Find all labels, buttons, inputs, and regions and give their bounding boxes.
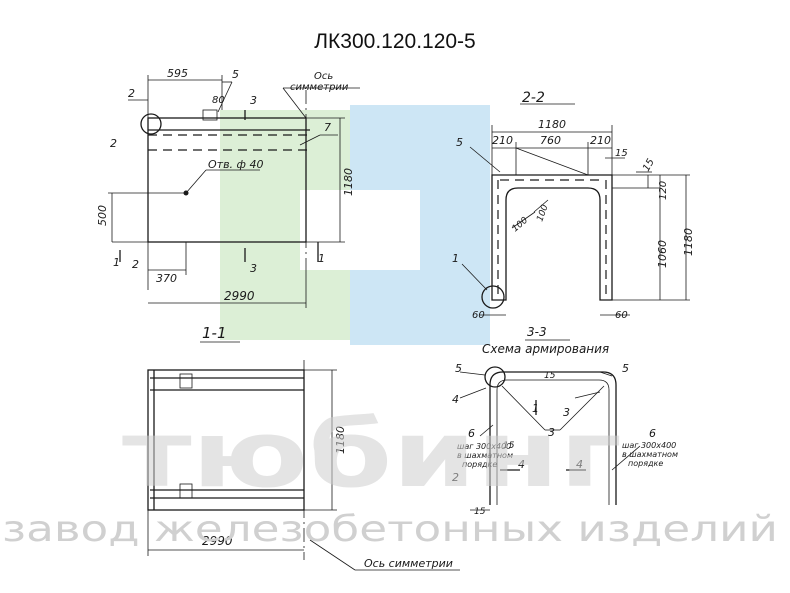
note-step-l1-right: шаг 300х400	[622, 441, 676, 450]
drawing-title: ЛК300.120.120-5	[314, 30, 476, 53]
plan-view	[147, 360, 460, 571]
dim-120: 120	[658, 181, 669, 200]
callout-1: 1	[452, 252, 459, 265]
labels: 595 5 80 2 2 3 Ось симметрии 7 Отв. ф 40…	[96, 67, 695, 570]
detail-circle-3	[484, 366, 506, 388]
detail-circle-1	[481, 285, 505, 309]
dim-15-r2: 15	[503, 441, 515, 451]
scheme-title: Схема армирования	[482, 342, 609, 356]
dim-100-a: 100	[511, 215, 531, 234]
callout-2: 2	[110, 137, 117, 150]
dim-1060: 1060	[656, 240, 669, 268]
dim-100-b: 100	[535, 203, 550, 223]
callout-4-right: 4	[576, 458, 583, 471]
dim-15-r1: 15	[544, 371, 556, 381]
callout-1-scheme: 1	[532, 402, 539, 415]
view-1-1	[108, 75, 360, 343]
callout-5-section: 5	[456, 136, 463, 149]
dim-210-left: 210	[492, 134, 513, 147]
hole-label: Отв. ф 40	[208, 158, 263, 171]
dim-370: 370	[156, 272, 177, 285]
lifting-loop	[202, 109, 218, 121]
note-step-l3-right: порядке	[628, 459, 663, 468]
mark-3-top: 3	[250, 94, 257, 107]
callout-5-scheme-right: 5	[622, 362, 629, 375]
callout-4-mid: 4	[518, 458, 525, 471]
dim-1180-top: 1180	[538, 118, 566, 131]
dim-760: 760	[540, 134, 561, 147]
logo-watermark	[220, 105, 490, 345]
axis-sym-bottom: Ось симметрии	[364, 557, 453, 570]
dim-1180-right: 1180	[682, 228, 695, 256]
dim-60-right: 60	[615, 310, 628, 321]
rebar-inner	[496, 379, 610, 505]
watermark-tagline: завод железобетонных изделий	[2, 509, 778, 550]
dim-15-bottom: 15	[474, 507, 486, 517]
mark-2-left: 2	[132, 258, 139, 271]
watermark-brand: тюбинг	[122, 401, 622, 508]
axis-sym-top-1: Ось	[314, 71, 333, 82]
view-2-2	[461, 103, 690, 316]
note-step-l2-left: в шахматном	[457, 451, 513, 460]
note-step-l2-right: в шахматном	[622, 450, 678, 459]
dim-2990-plan: 2990	[202, 534, 233, 548]
dim-500: 500	[96, 205, 109, 226]
callout-2-scheme: 2	[452, 471, 459, 484]
section-title-2-2: 2-2	[522, 90, 545, 106]
section-title-1-1: 1-1	[202, 324, 227, 342]
callout-7: 7	[324, 121, 331, 134]
mark-1-right: 1	[318, 252, 325, 265]
view-3-3	[459, 339, 641, 511]
callout-6-left: 6	[468, 427, 475, 440]
section-profile	[491, 174, 613, 301]
section-title-3-3: 3-3	[527, 325, 547, 339]
axis-sym-top-2: симметрии	[290, 82, 349, 93]
note-step-l1-left: шаг 300х400	[457, 442, 511, 451]
dim-60-left: 60	[472, 310, 485, 321]
callout-3-b: 3	[548, 426, 555, 439]
dim-15-side: 15	[641, 157, 657, 174]
callout-5-scheme-left: 5	[455, 362, 462, 375]
dim-1180-side: 1180	[342, 168, 355, 196]
callout-6-right: 6	[649, 427, 656, 440]
mark-3-bottom: 3	[250, 262, 257, 275]
dim-2990-top: 2990	[224, 289, 255, 303]
rebar-outer	[489, 371, 617, 505]
note-step-l3-left: порядке	[462, 460, 497, 469]
logo-gap	[300, 190, 420, 270]
callout-4-left: 4	[452, 393, 459, 406]
detail-circle-2	[140, 113, 162, 135]
dim-595: 595	[167, 67, 188, 80]
mark-1-left: 1	[113, 256, 120, 269]
dim-210-right: 210	[590, 134, 611, 147]
dim-1180-plan: 1180	[334, 426, 347, 454]
dim-80: 80	[212, 95, 225, 106]
mark-2-top: 2	[128, 87, 135, 100]
callout-5-side: 5	[232, 68, 239, 81]
dim-15-top: 15	[615, 148, 628, 159]
callout-3-a: 3	[563, 406, 570, 419]
